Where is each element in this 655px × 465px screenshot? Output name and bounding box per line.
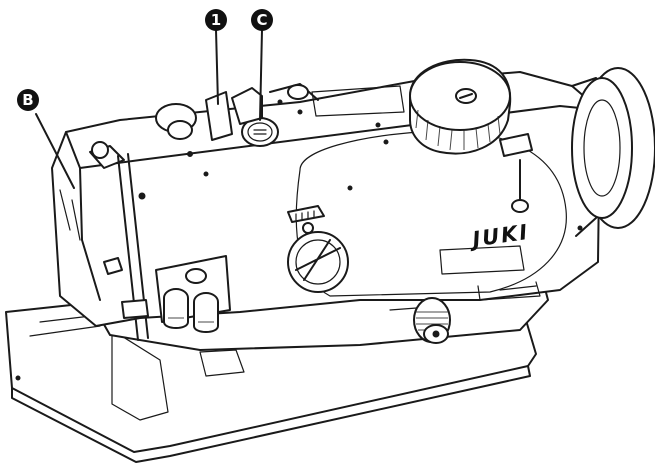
callout-b: B (17, 89, 75, 189)
right-thread-guide (499, 133, 533, 213)
pressure-knob (413, 297, 451, 344)
handwheel (571, 67, 655, 237)
callout-one-label: 1 (211, 11, 221, 29)
stitch-dial (409, 58, 512, 155)
callout-c: C (251, 9, 273, 121)
callout-b-label: B (22, 91, 33, 109)
callout-c-label: C (256, 11, 267, 29)
thread-tension-assembly (155, 255, 231, 333)
front-mechanism (287, 205, 349, 293)
callout-one: 1 (205, 9, 227, 105)
face-plate-area (59, 141, 149, 341)
top-fittings (155, 83, 405, 141)
